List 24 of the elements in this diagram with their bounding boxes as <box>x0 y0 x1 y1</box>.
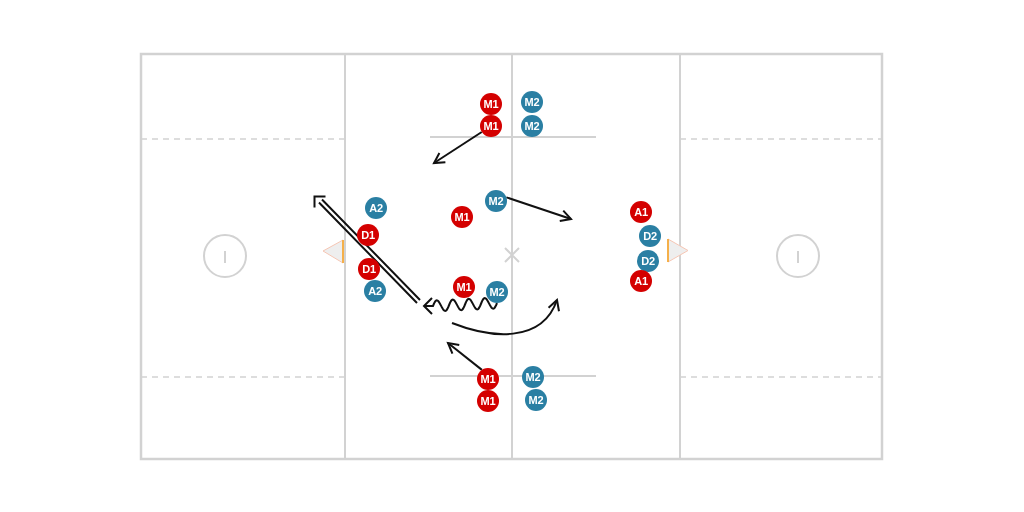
player-marker: M2 <box>486 281 508 303</box>
player-marker: M2 <box>522 366 544 388</box>
player-marker: M2 <box>525 389 547 411</box>
player-marker: M2 <box>485 190 507 212</box>
player-marker: M1 <box>480 93 502 115</box>
player-marker: A2 <box>364 280 386 302</box>
player-marker: A1 <box>630 270 652 292</box>
player-marker: M1 <box>453 276 475 298</box>
player-marker: A1 <box>630 201 652 223</box>
player-marker: M1 <box>477 390 499 412</box>
wavy-arrow <box>423 297 498 315</box>
arrow <box>433 131 483 164</box>
arrow <box>447 342 483 371</box>
player-marker: D1 <box>358 258 380 280</box>
player-marker: M1 <box>477 368 499 390</box>
player-marker: M2 <box>521 115 543 137</box>
player-marker: D1 <box>357 224 379 246</box>
player-marker: M2 <box>521 91 543 113</box>
player-marker: M1 <box>451 206 473 228</box>
player-marker: D2 <box>637 250 659 272</box>
player-marker: M1 <box>480 115 502 137</box>
player-marker: D2 <box>639 225 661 247</box>
player-marker: A2 <box>365 197 387 219</box>
arrow <box>505 196 572 223</box>
